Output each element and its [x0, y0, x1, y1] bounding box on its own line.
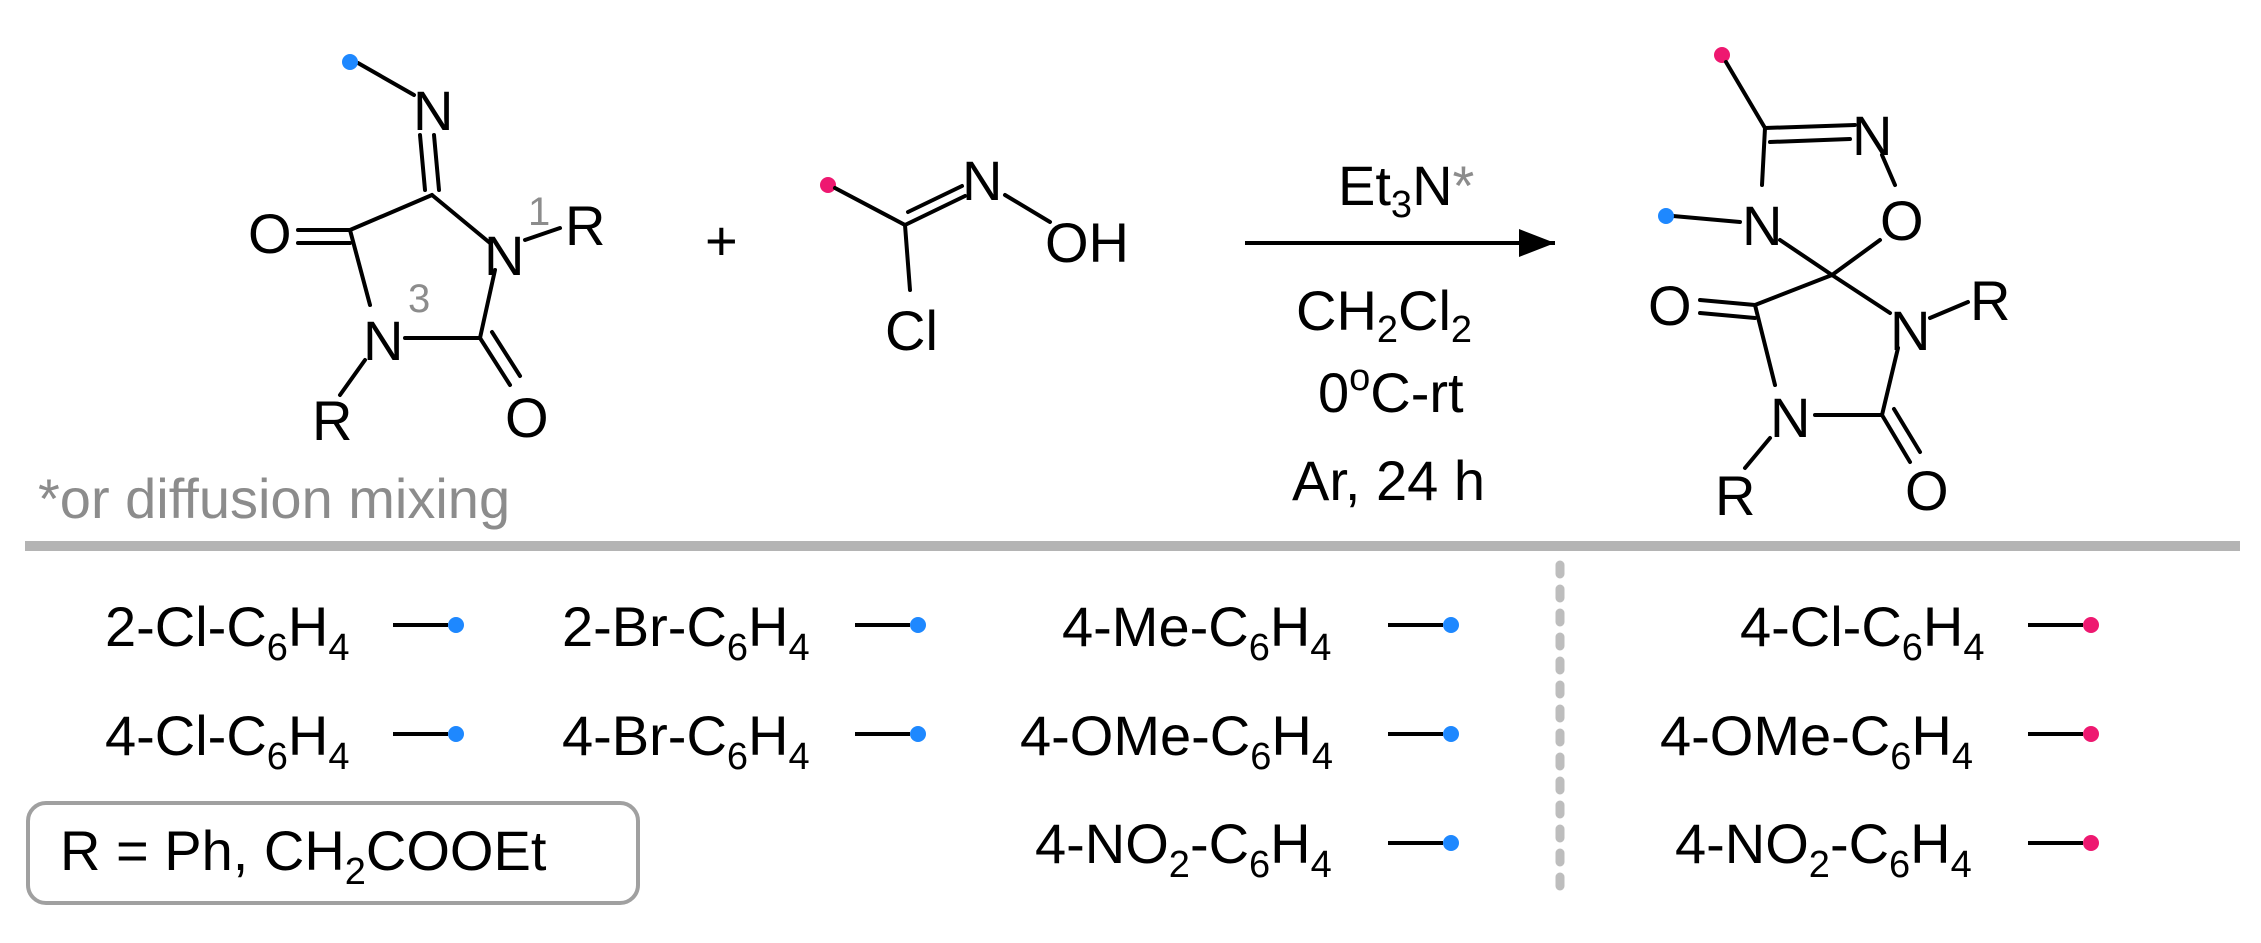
atom-n: N — [962, 149, 1002, 212]
substituent-4-no2-pink: 4-NO2-C6H4 — [1675, 812, 1972, 886]
pink-dot — [2083, 726, 2099, 742]
condition-solvent: CH2Cl2 — [1296, 279, 1472, 351]
blue-dot — [910, 617, 926, 633]
atom-oh: OH — [1045, 211, 1129, 274]
atom-o-left: O — [248, 202, 292, 265]
substituent-4-br: 4-Br-C6H4 — [562, 704, 810, 778]
atom-r-right: R — [1970, 269, 2010, 332]
bond-dot-c — [1724, 60, 1767, 130]
bond-c-n3 — [348, 228, 372, 307]
bond-c2-o-b — [490, 330, 522, 378]
bond-co-a — [1698, 298, 1757, 307]
bond-dot-c — [833, 186, 907, 227]
substituent-4-no2: 4-NO2-C6H4 — [1035, 812, 1332, 886]
locant-1: 1 — [528, 190, 550, 234]
condition-atmosphere: Ar, 24 h — [1292, 449, 1485, 512]
bond-n-o — [1880, 153, 1897, 187]
bond-nb-r — [1743, 436, 1772, 470]
blue-dot — [910, 726, 926, 742]
atom-o-bottom: O — [505, 386, 549, 449]
bond-dot-n — [356, 61, 416, 97]
bond-c-n-b — [1768, 137, 1852, 144]
bond-c-n4 — [1760, 126, 1767, 187]
bond-n-c-double-b — [432, 133, 441, 192]
bond-n-o — [1003, 193, 1052, 224]
substituent-2-cl: 2-Cl-C6H4 — [105, 595, 350, 669]
footnote-diffusion: *or diffusion mixing — [38, 467, 510, 530]
substituent-4-me: 4-Me-C6H4 — [1062, 595, 1331, 669]
blue-substituents: 2-Cl-C6H4 2-Br-C6H4 4-Me-C6H4 4-Cl-C6H4 … — [105, 595, 1459, 886]
atom-n4: N — [1742, 194, 1782, 257]
pink-dot — [2083, 835, 2099, 851]
condition-temperature: 0oC-rt — [1318, 357, 1464, 424]
atom-n-oxadiazoline: N — [1852, 104, 1892, 167]
blue-dot — [1443, 617, 1459, 633]
bond-n1-r — [523, 226, 562, 242]
bond-nr-r — [1928, 300, 1970, 320]
atom-r-n1: R — [565, 194, 605, 257]
product-spiro-oxadiazoline: N O N O N R N R O — [1648, 47, 2010, 527]
atom-n-bottom: N — [1770, 386, 1810, 449]
bond-c-nb — [1753, 303, 1777, 387]
reactant-hydroximoyl-chloride: N OH Cl — [820, 149, 1129, 362]
pink-dot — [1714, 47, 1730, 63]
bond-n4-spiro — [1778, 238, 1834, 277]
pink-substituents: 4-Cl-C6H4 4-OMe-C6H4 4-NO2-C6H4 — [1660, 595, 2099, 886]
bond-o-spiro — [1830, 238, 1882, 277]
pink-dot — [2083, 617, 2099, 633]
bond-dot-n4 — [1671, 214, 1742, 224]
r-definition-text: R = Ph, CH2COOEt — [60, 819, 547, 893]
reactant-imino-hydantoin: N O N R N R O 1 3 — [248, 54, 605, 452]
bond-c2-n1 — [478, 268, 497, 340]
bond-spiro-nr — [1830, 273, 1892, 315]
bond-spiro-c — [1753, 273, 1834, 307]
blue-dot — [448, 617, 464, 633]
substituent-4-cl: 4-Cl-C6H4 — [105, 704, 350, 778]
blue-dot — [448, 726, 464, 742]
atom-o-oxadiazoline: O — [1880, 189, 1924, 252]
blue-dot — [1658, 208, 1674, 224]
blue-dot — [1443, 726, 1459, 742]
bond-c-n-a — [1763, 123, 1857, 130]
substituent-2-br: 2-Br-C6H4 — [562, 595, 810, 669]
substituent-4-ome: 4-OMe-C6H4 — [1020, 704, 1333, 778]
bond-c-cl — [903, 223, 912, 292]
bond-c-n1 — [430, 193, 492, 245]
blue-dot — [342, 54, 358, 70]
bond-c-o-b — [1892, 407, 1922, 454]
substituent-4-cl-pink: 4-Cl-C6H4 — [1740, 595, 1985, 669]
bond-n3-r — [338, 358, 367, 397]
atom-n-right: N — [1890, 299, 1930, 362]
locant-3: 3 — [408, 277, 430, 321]
bond-c-c — [348, 193, 434, 232]
bond-c-n-b — [906, 184, 964, 214]
blue-dot — [1443, 835, 1459, 851]
atom-o-left: O — [1648, 274, 1692, 337]
bond-co-b — [1698, 311, 1757, 320]
atom-r-bottom: R — [1715, 464, 1755, 527]
atom-o-bottom: O — [1905, 459, 1949, 522]
pink-dot — [820, 177, 836, 193]
atom-cl: Cl — [885, 299, 938, 362]
plus-sign: + — [705, 209, 738, 272]
atom-r-n3: R — [312, 389, 352, 452]
bond-c-n-a — [903, 194, 967, 227]
atom-n3: N — [363, 309, 403, 372]
substituent-4-ome-pink: 4-OMe-C6H4 — [1660, 704, 1973, 778]
bond-c2-o-a — [478, 336, 512, 387]
bond-c-nr — [1880, 346, 1900, 417]
bond-c-o-a — [1880, 413, 1912, 464]
atom-n1: N — [484, 224, 524, 287]
r-definition-box — [26, 801, 640, 905]
atom-n-imine: N — [413, 79, 453, 142]
bond-n-c-double-a — [418, 133, 427, 192]
condition-base: Et3N* — [1338, 154, 1474, 226]
